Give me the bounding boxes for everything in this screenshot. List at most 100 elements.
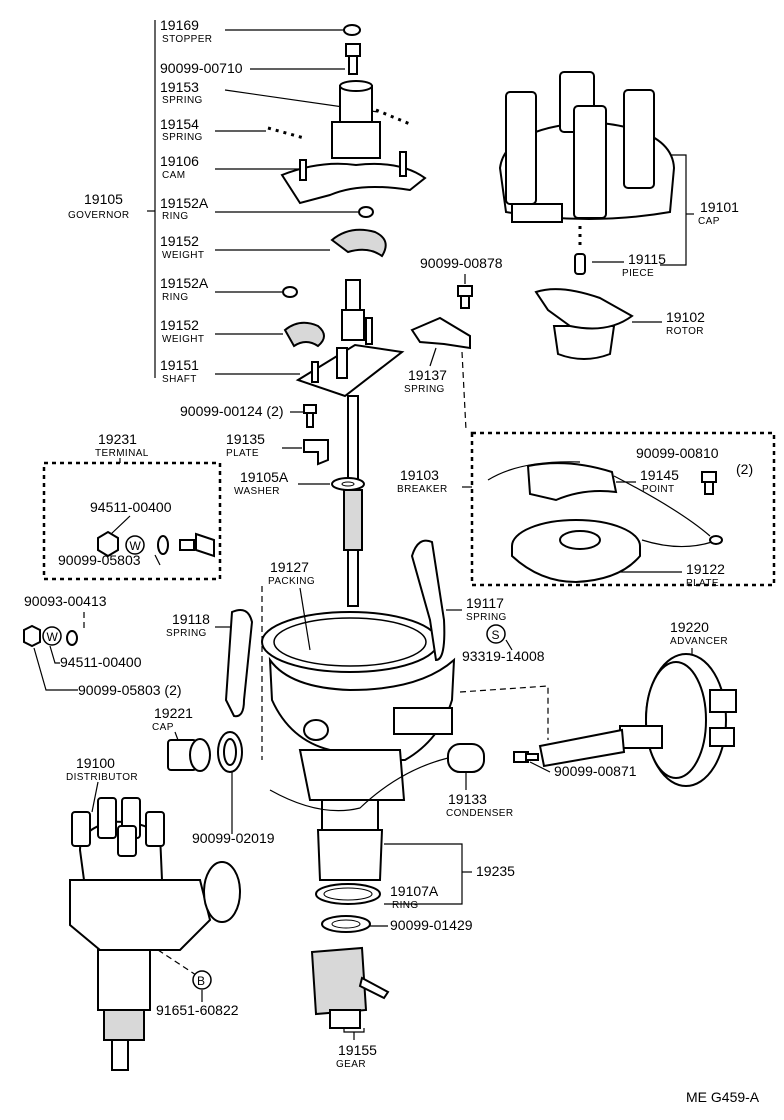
part-number: 19154 [160,116,199,132]
part-19145[interactable]: 19145 POINT [487,461,723,545]
part-19101[interactable]: 19101 CAP [498,71,739,266]
part-19231[interactable]: 19231 TERMINAL [42,431,222,581]
part-number: 19127 [270,559,309,575]
part-name: WEIGHT [162,334,204,345]
part-19152-1[interactable]: 19152 WEIGHT [160,228,387,261]
part-number: 90099-00810 [636,445,719,461]
part-number: 90099-05803 (2) [78,682,182,698]
part-19152A-1[interactable]: 19152A RING [160,195,374,222]
part-19151[interactable]: 19151 SHAFT [160,279,405,607]
part-90099-05803-b[interactable]: 90099-05803 (2) [33,647,182,698]
part-19133[interactable]: 19133 CONDENSER [269,743,514,819]
part-90099-00871[interactable]: 90099-00871 [513,751,637,779]
part-number: 19105A [240,469,289,485]
part-number: 19235 [476,863,515,879]
part-number: 90093-00413 [24,593,107,609]
part-number: 19137 [408,367,447,383]
part-number: 90099-00878 [420,255,503,271]
part-19102[interactable]: 19102 ROTOR [534,288,705,360]
part-90099-02019[interactable]: 90099-02019 [192,731,275,846]
part-19152A-2[interactable]: 19152A RING [160,275,298,303]
part-90093-00413[interactable]: 90093-00413 [24,593,107,646]
part-number: 91651-60822 [156,1002,239,1018]
part-number: 19103 [400,467,439,483]
part-name: PLATE [226,448,259,459]
part-number: 19117 [466,595,504,611]
part-19106[interactable]: 19106 CAM [160,80,427,205]
part-number: 19155 [338,1042,377,1058]
svg-text:S: S [492,628,500,642]
part-name: ROTOR [666,326,704,337]
part-90099-00710[interactable]: 90099-00710 [160,43,361,76]
part-19220[interactable]: 19220 ADVANCER [538,619,737,787]
svg-text:W: W [47,630,59,644]
part-number: 19133 [448,791,487,807]
part-94511-00400-a[interactable]: 94511-00400 [90,499,172,558]
part-name: CAP [698,216,720,227]
diagram-code: ME G459-A [686,1089,760,1105]
part-19118[interactable]: 19118 SPRING [166,609,254,718]
part-number: 19102 [666,309,705,325]
part-name: RING [162,211,189,222]
loose-nut [23,624,41,648]
part-number: 94511-00400 [90,499,172,515]
part-number: 19122 [686,561,725,577]
part-19117[interactable]: 19117 SPRING [410,539,507,662]
part-19155[interactable]: 19155 GEAR [310,946,390,1070]
part-19122[interactable]: 19122 PLATE [511,519,725,589]
part-19221[interactable]: 19221 CAP [152,705,211,772]
part-90099-00124[interactable]: 90099-00124 (2) [180,403,317,428]
part-91651-60822[interactable]: 91651-60822 [156,990,239,1018]
part-name: GEAR [336,1059,366,1070]
part-number: 19135 [226,431,265,447]
part-qty: (2) [736,461,753,477]
part-number: 19231 [98,431,137,447]
part-19105[interactable]: 19105 GOVERNOR [68,191,130,221]
part-90099-00878[interactable]: 90099-00878 [420,255,503,309]
governor-bracket [147,20,156,378]
part-19127[interactable]: 19127 PACKING [261,559,315,760]
part-name: PLATE [686,578,719,589]
part-name: SHAFT [162,374,197,385]
part-number: 19153 [160,79,199,95]
part-19235[interactable]: 19235 [384,843,515,905]
part-19107A[interactable]: 19107A RING [315,883,439,911]
part-number: 19152A [160,275,209,291]
part-number: 19151 [160,357,199,373]
part-number: 19100 [76,755,115,771]
part-19103[interactable]: 19103 BREAKER [397,431,776,587]
part-19153[interactable]: 19153 SPRING [160,79,411,126]
part-90099-01429[interactable]: 90099-01429 [321,915,473,933]
part-19169[interactable]: 19169 STOPPER [160,17,361,45]
part-number: 90099-01429 [390,917,473,933]
part-90099-00810[interactable]: 90099-00810 (2) [636,445,753,495]
part-name: PIECE [622,268,654,279]
part-94511-00400-b[interactable]: 94511-00400 [49,645,142,670]
part-19154[interactable]: 19154 SPRING [160,116,305,143]
part-name: SPRING [162,132,203,143]
part-number: 19221 [154,705,193,721]
part-name: BREAKER [397,484,448,495]
part-name: RING [392,900,419,911]
part-number: 19145 [640,467,679,483]
part-93319-14008[interactable]: 93319-14008 [462,639,545,664]
part-name: ADVANCER [670,636,728,647]
part-name: SPRING [466,612,507,623]
part-number: 19115 [628,251,666,267]
part-number: 19118 [172,611,210,627]
part-number: 19105 [84,191,123,207]
part-19115[interactable]: 19115 PIECE [574,226,666,279]
part-19105A[interactable]: 19105A WASHER [234,469,365,497]
part-19137[interactable]: 19137 SPRING [404,316,471,431]
part-19100[interactable]: 19100 DISTRIBUTOR [66,755,241,1071]
part-name: RING [162,292,189,303]
part-19135[interactable]: 19135 PLATE [226,431,329,466]
part-19152-2[interactable]: 19152 WEIGHT [160,317,325,348]
part-number: 19152 [160,233,199,249]
part-number: 19101 [700,199,739,215]
svg-text:B: B [197,974,205,988]
part-number: 90099-05803 [58,552,141,568]
part-90099-05803-a[interactable]: 90099-05803 [58,552,161,568]
part-name: TERMINAL [95,448,149,459]
marker-s: S [486,624,506,644]
